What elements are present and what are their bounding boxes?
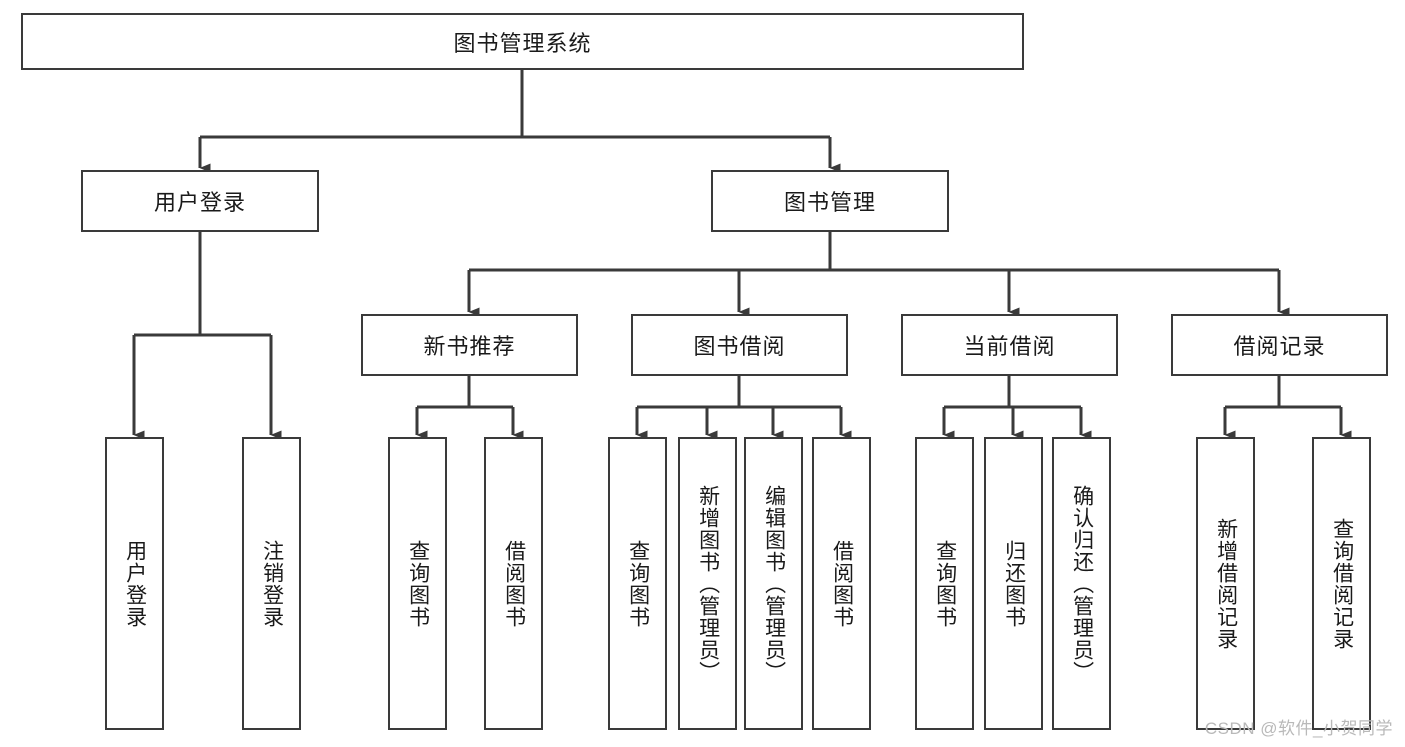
leaf-query-book-current[interactable]: 查询图书 [915, 437, 974, 730]
node-new-book-recommendation-label: 新书推荐 [423, 334, 516, 359]
leaf-query-borrow-record[interactable]: 查询借阅记录 [1312, 437, 1371, 730]
leaf-borrow-book[interactable]: 借阅图书 [812, 437, 871, 730]
node-book-borrow[interactable]: 图书借阅 [631, 314, 848, 376]
node-root-label: 图书管理系统 [453, 30, 592, 56]
watermark: CSDN @软件_小贺同学 [1204, 719, 1393, 738]
node-new-book-recommendation[interactable]: 新书推荐 [361, 314, 578, 376]
leaf-add-borrow-record-label: 新增借阅记录 [1214, 517, 1238, 650]
leaf-logout[interactable]: 注销登录 [242, 437, 301, 730]
node-book-management-label: 图书管理 [783, 190, 876, 215]
leaf-borrow-book-recommend-label: 借阅图书 [502, 539, 526, 628]
leaf-logout-label: 注销登录 [260, 539, 284, 628]
leaf-query-book-recommend-label: 查询图书 [406, 539, 430, 628]
node-user-login-label: 用户登录 [153, 190, 246, 215]
leaf-confirm-return-admin-label: 确认归还（管理员） [1070, 484, 1094, 683]
leaf-borrow-book-recommend[interactable]: 借阅图书 [484, 437, 543, 730]
leaf-return-book-label: 归还图书 [1002, 539, 1026, 628]
node-current-borrow[interactable]: 当前借阅 [901, 314, 1118, 376]
leaf-add-book-admin-label: 新增图书（管理员） [696, 484, 720, 683]
leaf-query-book-borrow[interactable]: 查询图书 [608, 437, 667, 730]
node-user-login[interactable]: 用户登录 [81, 170, 319, 232]
leaf-query-book-borrow-label: 查询图书 [626, 539, 650, 628]
node-current-borrow-label: 当前借阅 [963, 334, 1056, 359]
leaf-query-book-recommend[interactable]: 查询图书 [388, 437, 447, 730]
leaf-query-borrow-record-label: 查询借阅记录 [1330, 517, 1354, 650]
leaf-add-borrow-record[interactable]: 新增借阅记录 [1196, 437, 1255, 730]
leaf-edit-book-admin-label: 编辑图书（管理员） [762, 484, 786, 683]
node-borrow-record-label: 借阅记录 [1233, 334, 1326, 359]
node-book-management[interactable]: 图书管理 [711, 170, 949, 232]
node-borrow-record[interactable]: 借阅记录 [1171, 314, 1388, 376]
leaf-confirm-return-admin[interactable]: 确认归还（管理员） [1052, 437, 1111, 730]
node-root[interactable]: 图书管理系统 [21, 13, 1024, 70]
leaf-borrow-book-label: 借阅图书 [830, 539, 854, 628]
node-book-borrow-label: 图书借阅 [693, 334, 786, 359]
leaf-edit-book-admin[interactable]: 编辑图书（管理员） [744, 437, 803, 730]
leaf-query-book-current-label: 查询图书 [933, 539, 957, 628]
leaf-add-book-admin[interactable]: 新增图书（管理员） [678, 437, 737, 730]
leaf-user-login-label: 用户登录 [123, 539, 147, 628]
leaf-user-login[interactable]: 用户登录 [105, 437, 164, 730]
leaf-return-book[interactable]: 归还图书 [984, 437, 1043, 730]
